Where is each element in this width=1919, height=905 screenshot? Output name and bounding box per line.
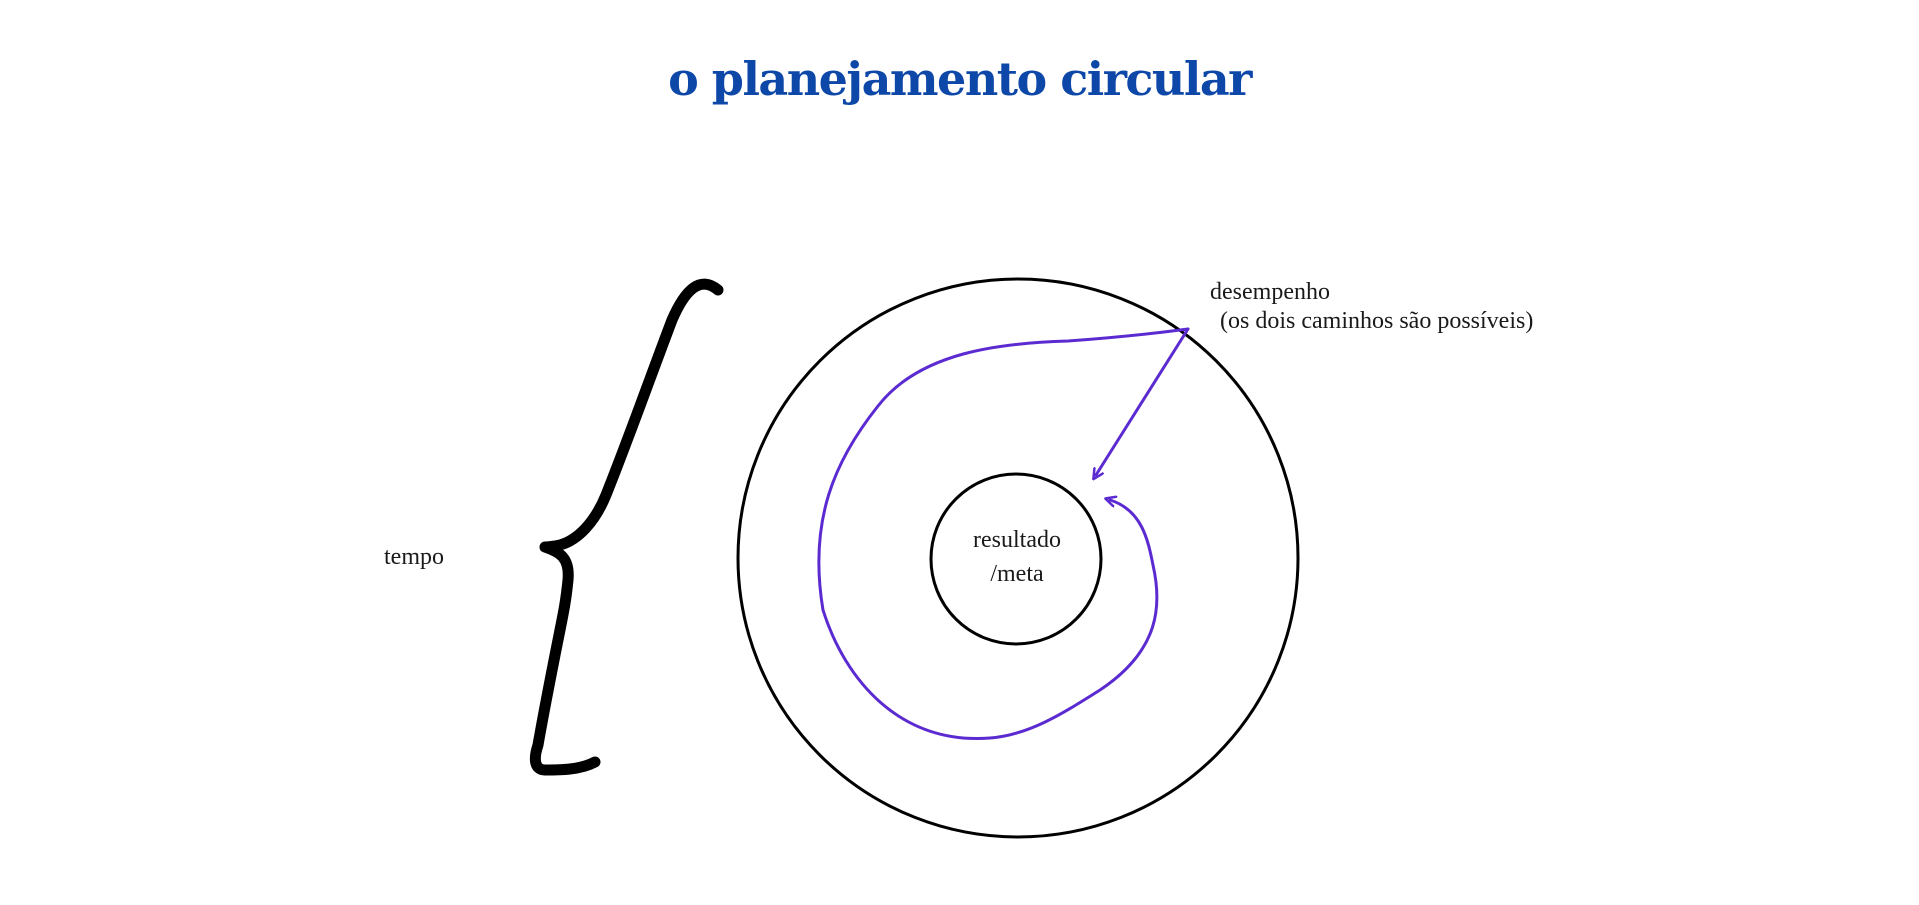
center-label-line1: resultado (973, 527, 1061, 553)
inner-circle (929, 472, 1103, 646)
outer-circle (736, 277, 1300, 839)
direct-path-arrow (1096, 327, 1190, 475)
diagram-title: o planejamento circular (668, 52, 1252, 106)
performance-note: (os dois caminhos são possíveis) (1220, 308, 1534, 334)
performance-label: desempenho (1210, 279, 1330, 305)
center-label-line2: /meta (990, 561, 1044, 587)
spiral-path-arrow (817, 327, 1190, 740)
curly-brace-icon (529, 278, 724, 776)
time-label: tempo (384, 544, 444, 570)
center-label: resultado /meta (937, 523, 1097, 591)
